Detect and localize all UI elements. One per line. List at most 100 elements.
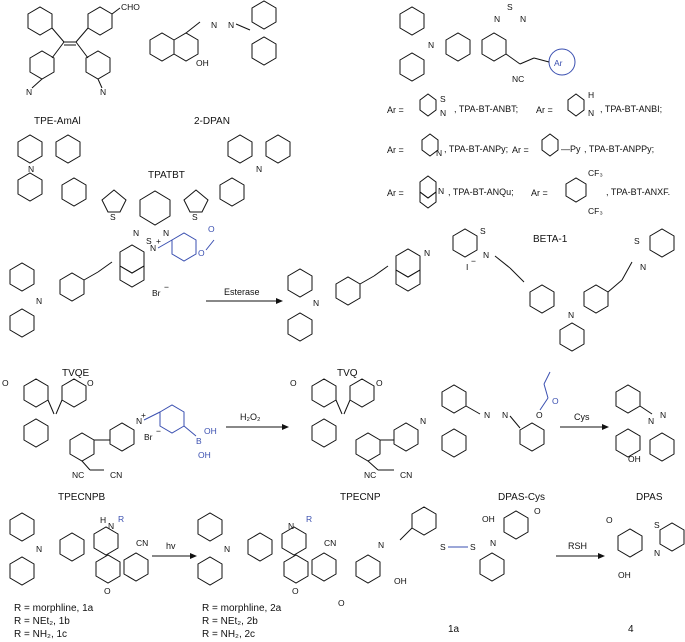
s-label: S [110,212,116,222]
n-label: N [28,164,34,174]
n-label: N [438,186,444,196]
tvqe-structure: N N + O O Br − TVQE [9,224,215,379]
s-label: S [654,520,660,530]
br-label: Br [152,288,161,298]
nh-label: H [588,90,594,100]
o-label: O [338,598,345,608]
n-label: N [440,108,446,118]
n-label: N [502,410,508,420]
s-label: S [634,236,640,246]
compound-name-2-dpan: 2-DPAN [194,116,230,127]
dpas-cys-structure: N N O O DPAS-Cys [441,371,559,503]
n-label: N [36,296,42,306]
rsh-arrow: RSH [556,541,605,559]
cn-label: NC [512,74,524,84]
compound-name-dpas: DPAS [636,492,663,503]
ar-prefix: Ar = [387,105,404,115]
esterase-arrow: Esterase [206,287,283,304]
n-label: N [648,416,654,426]
n-label: N [256,164,262,174]
o-label: O [104,586,111,596]
tpecnpb-structure: O O N + Br − B OH OH NC CN TPECNPB [2,378,217,503]
compound-name-tvqe: TVQE [62,368,90,379]
nc-label: NC [72,470,84,480]
cn-label: CN [136,538,148,548]
ar-py-substituent: —Py [561,144,581,154]
n-label: N [211,20,217,30]
disulfide-structure: N S S N OH O O OH 1a [338,506,541,635]
ar-prefix: Ar = [387,188,404,198]
o-label: O [376,378,383,388]
o-label: O [208,224,215,234]
oh-label: OH [198,450,211,460]
plus-sign: + [141,410,146,420]
s-label: S [480,226,486,236]
2-dpan-structure: N N OH 2-DPAN [149,0,277,127]
oh-label: OH [196,58,209,68]
minus-sign: − [156,426,161,436]
compound-name-tpecnp: TPECNP [340,492,381,503]
compound-2-structure: N N R O CN R = morphline, 2a R = NEt₂, 2… [197,512,337,640]
compound-name-4: 4 [628,624,634,635]
cho-label: CHO [121,2,140,12]
compound-name-tpecnpb: TPECNPB [58,492,106,503]
nh-label: H [100,515,106,525]
o-label: O [536,410,543,420]
reagent-cys: Cys [574,412,590,422]
oh-label: OH [204,426,217,436]
ar-entry-anbi: , TPA-BT-ANBI; [600,104,662,114]
o-label: O [534,506,541,516]
ar-prefix: Ar = [512,145,529,155]
n-label: N [228,20,234,30]
r-label: R [118,514,124,524]
n-label: N [660,410,666,420]
n-label: N [484,410,490,420]
n-label: N [568,310,574,320]
ar-entry-anqu: , TPA-BT-ANQu; [448,187,514,197]
n-label: N [588,108,594,118]
r-group-2a: R = morphline, 2a [202,603,282,614]
reagent-rsh: RSH [568,541,587,551]
n-label: N [654,548,660,558]
n-label: N [520,14,526,24]
s-label: S [440,94,446,104]
o-label: O [2,378,9,388]
compound-name-tpatbt: TPATBT [148,170,185,181]
n-label: N [313,298,319,308]
ar-entry-anbt: , TPA-BT-ANBT; [454,104,518,114]
oh-label: OH [628,454,641,464]
n-label: N [428,40,434,50]
nplus-label: N [150,243,156,253]
r-group-1a: R = morphline, 1a [14,603,94,614]
r-group-1c: R = NH₂, 1c [14,629,67,640]
n-label: N [224,544,230,554]
o-label: O [552,396,559,406]
n-label: N [36,544,42,554]
n-label: N [133,228,139,238]
compound-name-1a-disulfide: 1a [448,624,460,635]
nplus-label: N [136,416,142,426]
tvq-structure: N N TVQ [287,248,430,379]
o-label: O [290,378,297,388]
o-label: O [606,515,613,525]
n-label: N [100,87,106,97]
ar-prefix: Ar = [536,105,553,115]
b-label: B [196,436,202,446]
r-label: R [306,514,312,524]
minus-sign: − [471,256,476,266]
nplus-label: N [483,250,489,260]
r-group-2b: R = NEt₂, 2b [202,616,258,627]
o-label: O [198,248,205,258]
cn-label: CN [324,538,336,548]
n-label: N [640,262,646,272]
n-label: N [420,416,426,426]
compound-name-dpas-cys: DPAS-Cys [498,492,545,503]
r-group-2c: R = NH₂, 2c [202,629,255,640]
cn-label: CN [110,470,122,480]
reagent-h2o2: H₂O₂ [240,412,261,422]
cys-arrow: Cys [560,412,609,430]
tpatbt-structure: N S S N N S N TPATBT [17,134,291,246]
h2o2-arrow: H₂O₂ [226,412,289,430]
